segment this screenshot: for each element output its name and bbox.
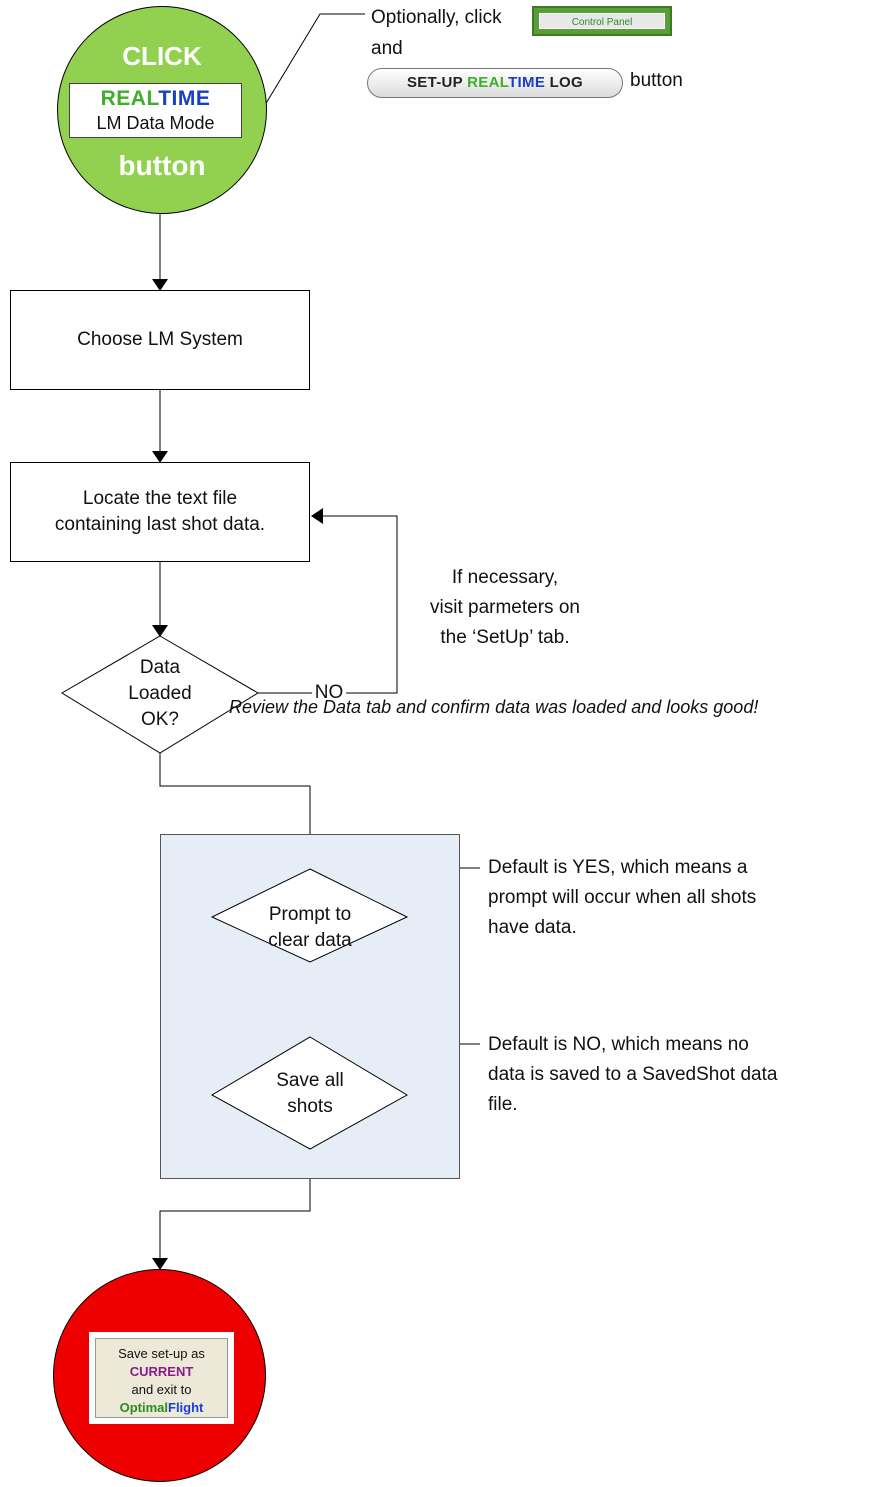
choose-lm-system-box: Choose LM System: [10, 290, 310, 390]
optimalflight-label: OptimalFlight: [119, 1400, 204, 1415]
decision-prompt-clear: [210, 868, 409, 963]
decision-data-loaded: [61, 635, 259, 754]
button-label: button: [118, 150, 206, 181]
end-circle: Save set-up as CURRENT and exit to Optim…: [53, 1269, 266, 1482]
start-circle[interactable]: CLICK REALTIME LM Data Mode button: [57, 6, 267, 214]
locate-text-file-box: Locate the text file containing last sho…: [10, 462, 310, 562]
control-panel-button[interactable]: Control Panel: [532, 6, 672, 36]
setup-tab-note: If necessary, visit parmeters on the ‘Se…: [430, 567, 580, 648]
optional-click-text: Optionally, click: [371, 7, 502, 28]
realtime-logo: REALTIME: [100, 87, 211, 110]
save-all-label: Save all shots: [276, 1070, 344, 1117]
prompt-clear-label: Prompt to clear data: [268, 904, 352, 951]
save-line3: and exit to: [131, 1382, 192, 1397]
save-and-exit-button-frame[interactable]: Save set-up as CURRENT and exit to Optim…: [89, 1332, 234, 1424]
review-data-note: Review the Data tab and confirm data was…: [229, 697, 759, 717]
current-label: CURRENT: [129, 1364, 194, 1379]
no-label: NO: [312, 680, 346, 706]
control-panel-label: Control Panel: [539, 13, 665, 29]
data-loaded-label: Data Loaded OK?: [128, 657, 192, 730]
arrow-decision-to-prompt: [159, 753, 318, 870]
save-default-note: Default is NO, which means no data is sa…: [488, 1034, 778, 1115]
lm-data-mode-label: LM Data Mode: [96, 113, 215, 133]
click-label: CLICK: [122, 41, 202, 71]
choose-lm-system-label: Choose LM System: [77, 329, 243, 350]
save-line1: Save set-up as: [118, 1346, 205, 1361]
realtime-mode-box[interactable]: REALTIME LM Data Mode: [69, 83, 242, 138]
decision-save-all: [210, 1036, 409, 1150]
arrow-save-to-end: [152, 1149, 311, 1270]
locate-label-line2: containing last shot data.: [54, 514, 266, 535]
prompt-default-note: Default is YES, which means a prompt wil…: [488, 857, 757, 938]
optional-and-text: and: [371, 38, 403, 59]
locate-label-line1: Locate the text file: [82, 488, 238, 509]
optional-button-text: button: [630, 70, 683, 91]
no-loop-return: [311, 508, 398, 694]
callout-start: [264, 13, 365, 106]
save-and-exit-button[interactable]: Save set-up as CURRENT and exit to Optim…: [95, 1338, 228, 1418]
setup-realtime-log-button[interactable]: SET-UP REALTIME LOG: [367, 68, 623, 98]
